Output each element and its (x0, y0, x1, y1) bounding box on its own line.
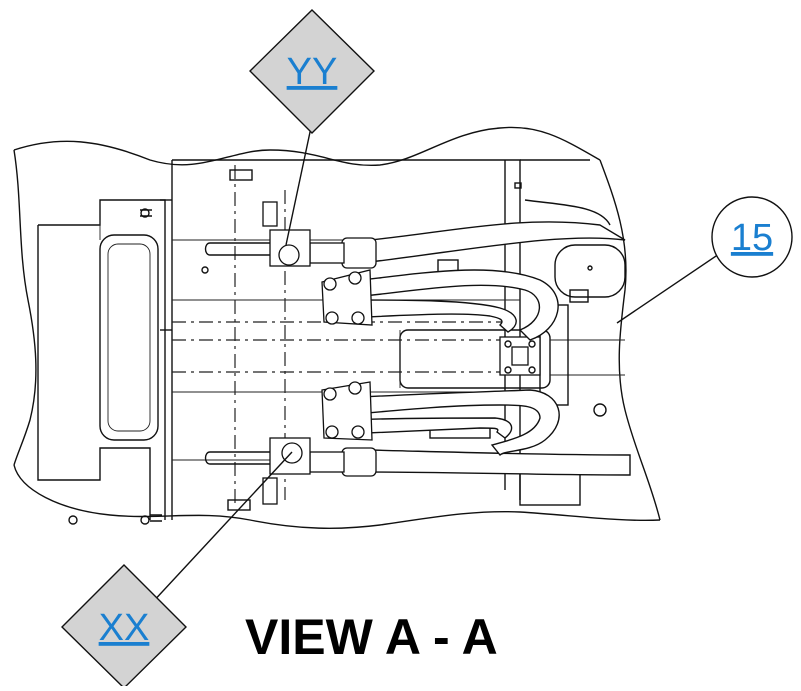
left-frame (37, 225, 151, 520)
break-line-top (13, 126, 601, 167)
upper-u-bend (344, 269, 559, 341)
assembly-drawing (13, 126, 661, 529)
callout-label: XX (99, 607, 150, 649)
callout-circle (711, 196, 793, 278)
lower-fitting (341, 447, 377, 477)
callout-yy[interactable]: YY (249, 9, 375, 134)
leader-line-yy (285, 117, 314, 246)
upper-hose (369, 221, 626, 263)
lower-u-bend (344, 389, 560, 457)
callout-xx[interactable]: XX (61, 564, 187, 689)
upper-fitting (341, 237, 377, 269)
break-line-bottom (13, 464, 661, 529)
break-line-right (599, 159, 661, 521)
callout-diamond (249, 9, 375, 134)
callout-label: 15 (731, 217, 773, 259)
callout-label: YY (287, 51, 338, 93)
lower-hose (369, 449, 631, 476)
view-title: VIEW A - A (245, 609, 498, 665)
break-line-left (13, 149, 37, 466)
leader-line-15 (616, 251, 723, 324)
callout-15[interactable]: 15 (711, 196, 793, 278)
leader-line-xx (149, 451, 293, 606)
